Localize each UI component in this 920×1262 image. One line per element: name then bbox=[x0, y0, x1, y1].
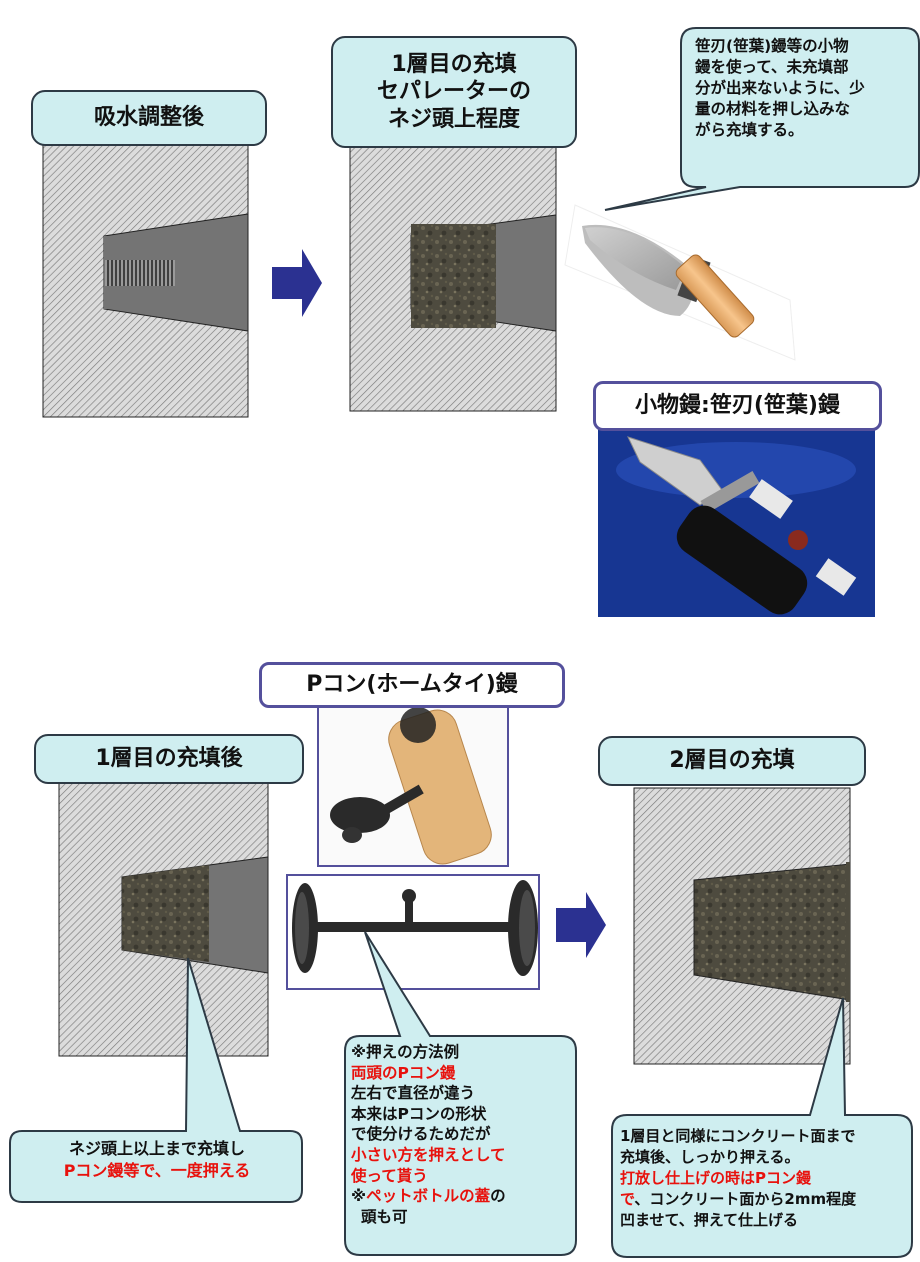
speech-bubble-left bbox=[9, 957, 303, 1203]
pcon-trowel-photo-2 bbox=[286, 874, 540, 990]
top-callout-text: 笹刃(笹葉)鏝等の小物 鏝を使って、未充填部 分が出来ないように、少 量の材料を… bbox=[695, 36, 913, 141]
speech-bubble-middle bbox=[344, 931, 577, 1256]
pcon-trowel-photo-1 bbox=[317, 705, 509, 867]
top-callout-line: 量の材料を押し込みな bbox=[695, 99, 851, 118]
right-callout-line: 凹ませて、押えて仕上げる bbox=[620, 1211, 799, 1229]
label-small-trowel-text: 小物鏝:笹刃(笹葉)鏝 bbox=[635, 393, 840, 419]
right-callout-line: 打放し仕上げの時はPコン鏝 bbox=[620, 1169, 811, 1187]
left-callout-text: ネジ頭上以上まで充填し Pコン鏝等で、一度押える bbox=[14, 1138, 300, 1181]
small-trowel-photo bbox=[598, 423, 875, 617]
middle-callout-line: 頭も可 bbox=[361, 1207, 408, 1226]
top-callout-line: 鏝を使って、未充填部 bbox=[695, 57, 849, 76]
label-first-fill-line2: セパレーターの bbox=[376, 79, 531, 105]
block-after-first-fill bbox=[58, 777, 269, 1057]
separator-thread-icon bbox=[105, 260, 175, 286]
middle-callout-line: ※ペットボトルの蓋の bbox=[351, 1186, 573, 1207]
middle-callout-line: 使って貰う bbox=[351, 1166, 428, 1185]
label-first-fill-line1: 1層目の充填 bbox=[391, 51, 517, 77]
label-small-trowel: 小物鏝:笹刃(笹葉)鏝 bbox=[593, 381, 882, 431]
process-arrow-icon bbox=[272, 249, 322, 317]
middle-callout-text: ※押えの方法例 両頭のPコン鏝 左右で直径が違う 本来はPコンの形状 で使分ける… bbox=[351, 1042, 573, 1227]
label-first-fill-line3: ネジ頭上程度 bbox=[387, 106, 520, 132]
right-callout-line: 1層目と同様にコンクリート面まで bbox=[620, 1127, 856, 1145]
middle-callout-line: 小さい方を押えとして bbox=[351, 1146, 506, 1165]
top-callout-line: 分が出来ないように、少 bbox=[695, 78, 865, 97]
label-second-fill: 2層目の充填 bbox=[598, 736, 866, 786]
top-callout-line: がら充填する。 bbox=[695, 120, 804, 139]
middle-callout-line: 両頭のPコン鏝 bbox=[351, 1063, 456, 1082]
top-callout-line: 笹刃(笹葉)鏝等の小物 bbox=[695, 37, 849, 55]
label-before-fill: 吸水調整後 bbox=[31, 90, 267, 146]
block-second-fill bbox=[633, 787, 851, 1065]
middle-callout-line: 左右で直径が違う bbox=[351, 1084, 476, 1103]
label-after-first-fill-text: 1層目の充填後 bbox=[95, 746, 243, 772]
left-callout-line2: Pコン鏝等で、一度押える bbox=[63, 1160, 251, 1180]
label-before-fill-text: 吸水調整後 bbox=[93, 105, 204, 131]
trowel-drawing-icon bbox=[564, 204, 796, 361]
label-pcon-trowel: Pコン(ホームタイ)鏝 bbox=[259, 662, 565, 708]
label-second-fill-text: 2層目の充填 bbox=[669, 748, 795, 774]
block-first-fill bbox=[349, 140, 557, 412]
right-callout-line: 充填後、しっかり押える。 bbox=[620, 1148, 800, 1166]
label-pcon-trowel-text: Pコン(ホームタイ)鏝 bbox=[306, 672, 518, 698]
block-before-fill bbox=[42, 140, 249, 418]
right-callout-line: で、コンクリート面から2mm程度 bbox=[620, 1189, 910, 1210]
speech-bubble-right bbox=[611, 997, 913, 1258]
middle-callout-line: で使分けるためだが bbox=[351, 1125, 491, 1144]
label-first-fill: 1層目の充填 セパレーターの ネジ頭上程度 bbox=[331, 36, 577, 148]
label-after-first-fill: 1層目の充填後 bbox=[34, 734, 304, 784]
middle-callout-red: ペットボトルの蓋 bbox=[366, 1187, 491, 1206]
right-callout-red: で bbox=[620, 1190, 635, 1208]
right-callout-tail: 、コンクリート面から2mm程度 bbox=[634, 1190, 857, 1208]
middle-callout-line: ※押えの方法例 bbox=[351, 1043, 460, 1061]
process-arrow-icon-2 bbox=[556, 892, 606, 958]
middle-callout-mark: ※ bbox=[351, 1187, 367, 1206]
middle-callout-tail: の bbox=[490, 1187, 506, 1206]
left-callout-line1: ネジ頭上以上まで充填し bbox=[68, 1139, 245, 1158]
middle-callout-line: 本来はPコンの形状 bbox=[351, 1104, 487, 1123]
right-callout-text: 1層目と同様にコンクリート面まで 充填後、しっかり押える。 打放し仕上げの時はP… bbox=[620, 1126, 910, 1231]
speech-bubble-top bbox=[604, 27, 920, 211]
